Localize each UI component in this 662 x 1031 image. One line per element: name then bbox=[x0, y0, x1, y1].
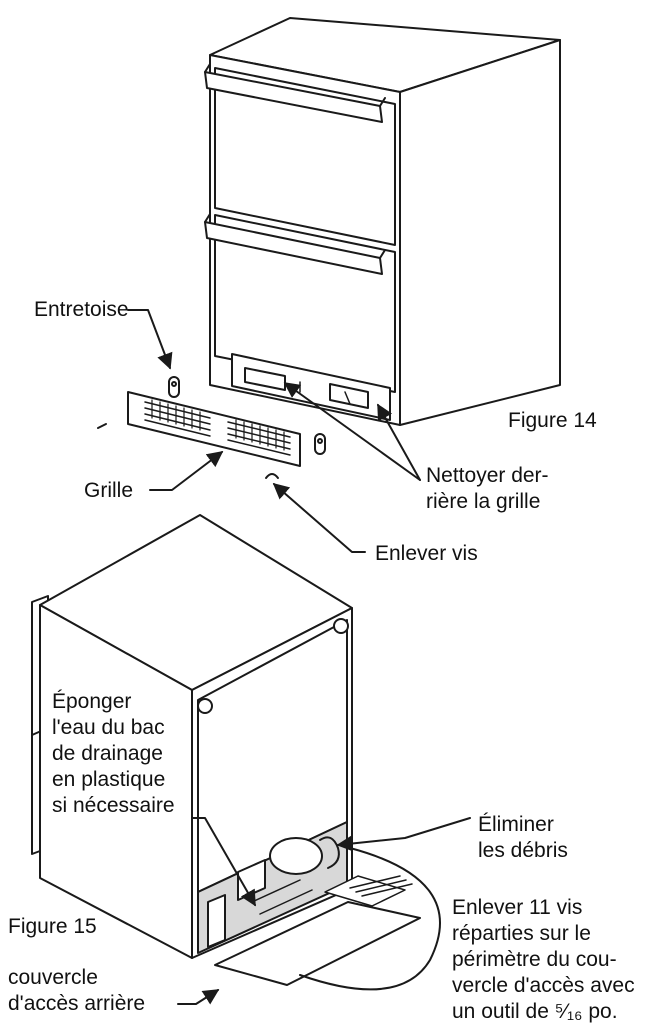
grille-label: Grille bbox=[84, 479, 134, 502]
remove-screw-callout-line bbox=[272, 482, 366, 553]
remove-screws-label: Enlever 11 vis réparties sur le périmètr… bbox=[452, 896, 635, 1023]
removed-screw bbox=[265, 473, 279, 479]
rear-access-cover bbox=[214, 875, 421, 986]
figure-15-caption: Figure 15 bbox=[8, 915, 97, 938]
remove-screw-label: Enlever vis bbox=[375, 542, 478, 565]
clean-behind-label: Nettoyer der- rière la grille bbox=[426, 464, 549, 513]
grille-callout-line bbox=[149, 451, 224, 491]
debris-label: Éliminer les débris bbox=[478, 813, 568, 862]
grille-panel bbox=[127, 391, 301, 467]
refrigerator-rear-unit bbox=[31, 514, 353, 959]
clean-behind-callout-line-1 bbox=[283, 382, 421, 481]
figure-14-caption: Figure 14 bbox=[508, 409, 597, 432]
clean-behind-callout-line-2 bbox=[377, 403, 421, 481]
spacer-left bbox=[168, 376, 180, 398]
rear-cover-callout-line bbox=[177, 989, 220, 1005]
sponge-callout-line bbox=[191, 817, 256, 907]
spacer-label: Entretoise bbox=[34, 298, 129, 321]
rear-cover-label: couvercle d'accès arrière bbox=[8, 966, 146, 1015]
spacer-callout-line bbox=[127, 309, 173, 370]
sponge-label: Éponger l'eau du bac de drainage en plas… bbox=[52, 690, 175, 817]
loose-screw bbox=[97, 423, 107, 429]
cover-loop-line bbox=[299, 847, 441, 991]
refrigerator-front-unit bbox=[204, 17, 561, 426]
spacer-right bbox=[314, 433, 326, 455]
debris-callout-line bbox=[336, 817, 471, 852]
